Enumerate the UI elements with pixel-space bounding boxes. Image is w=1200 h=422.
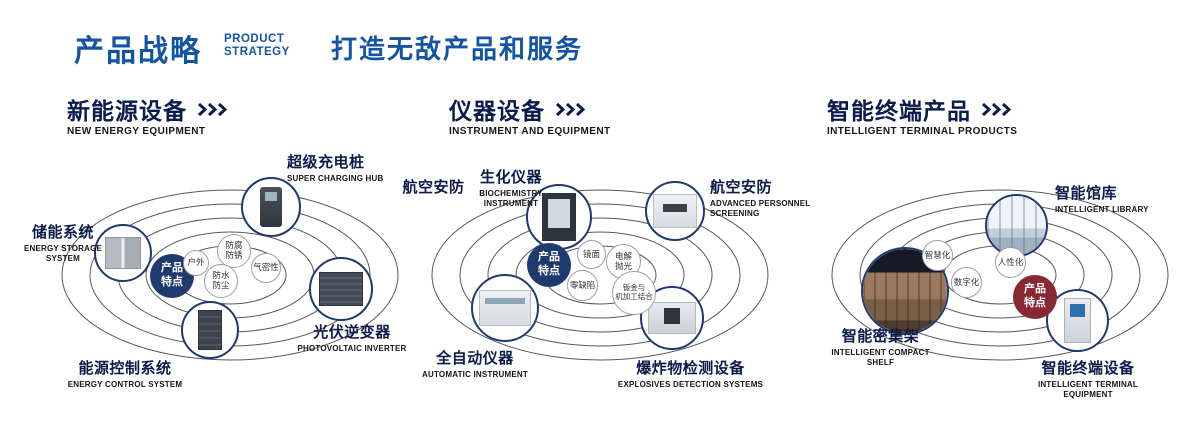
section-title-text: 智能终端产品 (827, 98, 971, 124)
product-features-badge: 产品 特点 (527, 243, 571, 287)
node-biochemistry-instrument (526, 184, 592, 250)
terminal-kiosk-image (1064, 298, 1091, 343)
feature-bubble: 智慧化 (922, 240, 953, 271)
feature-bubble: 户外 (183, 250, 209, 276)
label-intelligent-terminal-equipment: 智能终端设备 INTELLIGENT TERMINAL EQUIPMENT (1038, 360, 1138, 400)
library-room-image (987, 196, 1046, 255)
orbit-rings (431, 189, 769, 361)
label-aviation-security: 航空安防 (402, 179, 465, 196)
page-title-english: PRODUCT STRATEGY (224, 33, 290, 59)
node-photovoltaic-inverter (309, 257, 373, 321)
node-automatic-instrument (471, 274, 539, 342)
slogan: 打造无敌产品和服务 (331, 34, 584, 64)
label-super-charging-hub: 超级充电桩 SUPER CHARGING HUB (287, 154, 384, 183)
explosives-detector-image (647, 302, 697, 334)
energy-storage-image (105, 237, 141, 269)
section-title-intelligent-terminal: 智能终端产品 (827, 92, 1015, 126)
node-energy-control-system (181, 301, 239, 359)
node-intelligent-compact-shelf (861, 247, 949, 335)
feature-bubble: 钣金与 机加工结合 (612, 271, 656, 315)
chevron-right-icon (197, 102, 228, 116)
feature-bubble: 数字化 (951, 267, 982, 298)
label-automatic-instrument: 全自动仪器 AUTOMATIC INSTRUMENT (422, 350, 528, 379)
node-personnel-screening (645, 181, 705, 241)
inverter-image (319, 272, 363, 306)
feature-bubble: 防水 防尘 (204, 264, 238, 298)
biochemistry-instrument-image (541, 193, 577, 241)
section-subtitle-instruments: INSTRUMENT AND EQUIPMENT (449, 126, 611, 137)
label-energy-control-system: 能源控制系统 ENERGY CONTROL SYSTEM (67, 360, 183, 389)
screening-machine-image (653, 193, 697, 229)
chevron-right-icon (981, 102, 1012, 116)
section-title-text: 新能源设备 (67, 98, 187, 124)
label-personnel-screening: 航空安防 ADVANCED PERSONNEL SCREENING (710, 179, 811, 219)
product-features-badge: 产品 特点 (1013, 275, 1057, 319)
section-subtitle-intelligent-terminal: INTELLIGENT TERMINAL PRODUCTS (827, 126, 1018, 137)
node-intelligent-terminal-equipment (1046, 289, 1109, 352)
section-subtitle-new-energy: NEW ENERGY EQUIPMENT (67, 126, 206, 137)
label-energy-storage: 储能系统 ENERGY STORAGE SYSTEM (23, 224, 103, 264)
chevron-right-icon (555, 102, 586, 116)
node-energy-storage (94, 224, 152, 282)
control-system-image (197, 309, 223, 351)
feature-bubble: 人性化 (995, 247, 1026, 278)
charging-hub-image (260, 186, 282, 228)
label-photovoltaic-inverter: 光伏逆变器 PHOTOVOLTAIC INVERTER (297, 324, 407, 353)
section-title-instruments: 仪器设备 (449, 92, 589, 126)
label-explosives-detection: 爆炸物检测设备 EXPLOSIVES DETECTION SYSTEMS (617, 360, 764, 389)
feature-bubble: 零缺陷 (567, 270, 598, 301)
node-intelligent-library (985, 194, 1048, 257)
label-intelligent-compact-shelf: 智能密集架 INTELLIGENT COMPACT SHELF (831, 328, 930, 368)
feature-bubble: 镜面 (577, 240, 606, 269)
page-title: 产品战略 (74, 35, 202, 68)
feature-bubble: 防腐 防锈 (217, 234, 251, 268)
label-biochemistry-instrument: 生化仪器 BIOCHEMISTRY INSTRUMENT (479, 169, 543, 209)
automatic-instrument-image (479, 290, 531, 326)
label-intelligent-library: 智能馆库 INTELLIGENT LIBRARY (1055, 185, 1149, 214)
node-super-charging-hub (241, 177, 301, 237)
section-title-new-energy: 新能源设备 (67, 92, 231, 126)
feature-bubble: 气密性 (251, 253, 281, 283)
section-title-text: 仪器设备 (449, 98, 545, 124)
